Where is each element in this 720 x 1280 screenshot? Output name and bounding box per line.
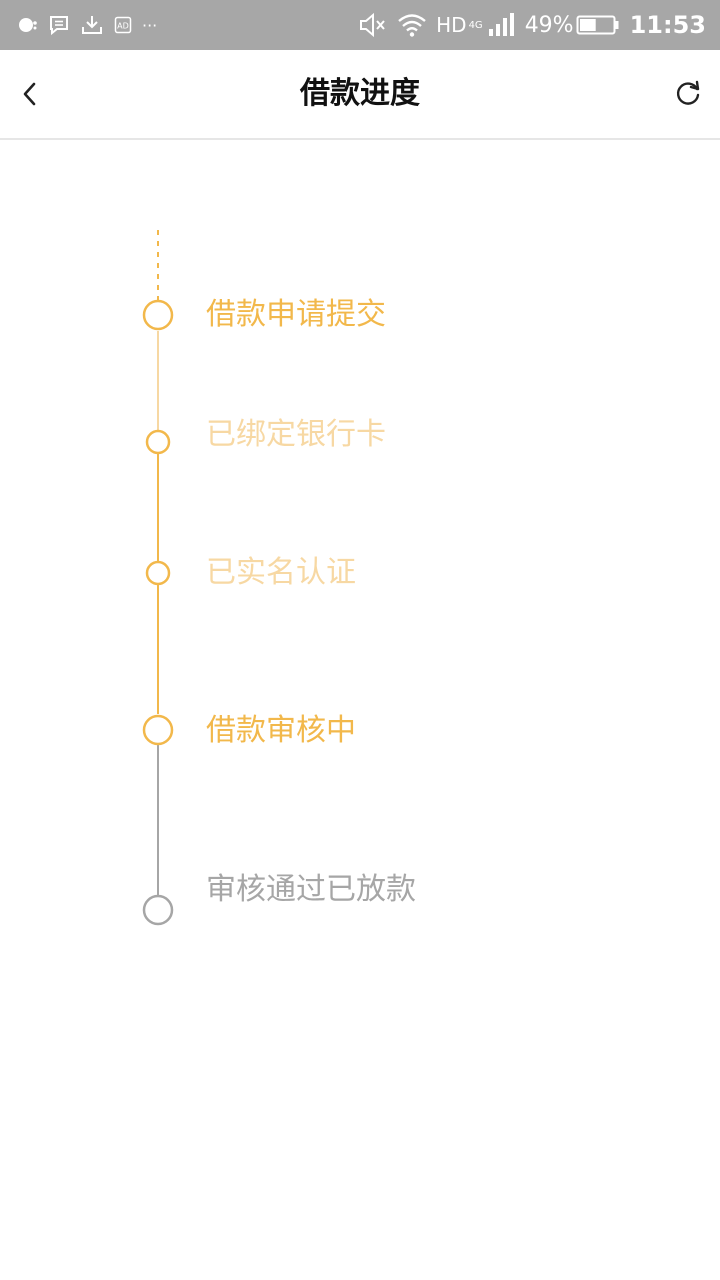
status-bar-left: AD ··· (16, 10, 167, 40)
step-node-5 (142, 894, 174, 926)
step-label-disbursed: 审核通过已放款 (206, 872, 416, 907)
status-bar: AD ··· HD 4G (0, 0, 720, 50)
refresh-icon (676, 80, 700, 105)
chevron-left-icon (23, 82, 36, 106)
clock: 11:53 (629, 11, 706, 39)
mute-icon (358, 12, 388, 38)
hd-indicator: HD (436, 13, 467, 37)
header-bar: 借款进度 (0, 50, 720, 140)
ad-icon: AD (114, 16, 132, 34)
step-label-reviewing: 借款审核中 (206, 713, 356, 748)
step-node-2 (145, 429, 171, 455)
battery-percent: 49% (524, 12, 574, 38)
wifi-icon (396, 12, 428, 38)
status-bar-right: HD 4G 49% 11:53 (350, 8, 706, 42)
step-node-1 (142, 299, 174, 331)
step-label-submitted: 借款申请提交 (206, 297, 386, 332)
back-button[interactable] (14, 78, 46, 110)
download-icon (80, 14, 104, 36)
step-label-bank-card: 已绑定银行卡 (206, 417, 386, 452)
svg-text:AD: AD (117, 22, 129, 31)
step-node-3 (145, 560, 171, 586)
page-title: 借款进度 (300, 76, 420, 111)
battery-icon (576, 14, 620, 36)
step-node-4 (142, 714, 174, 746)
progress-timeline: 借款申请提交 已绑定银行卡 已实名认证 借款审核中 审核通过已放款 (0, 140, 720, 960)
step-label-real-name: 已实名认证 (206, 555, 356, 590)
refresh-button[interactable] (672, 78, 704, 110)
notification-bubble-icon (16, 14, 38, 36)
more-dots-icon: ··· (142, 15, 158, 35)
timeline-track (142, 230, 174, 926)
message-icon (48, 14, 70, 36)
network-type: 4G (468, 19, 483, 31)
signal-icon (487, 12, 517, 38)
